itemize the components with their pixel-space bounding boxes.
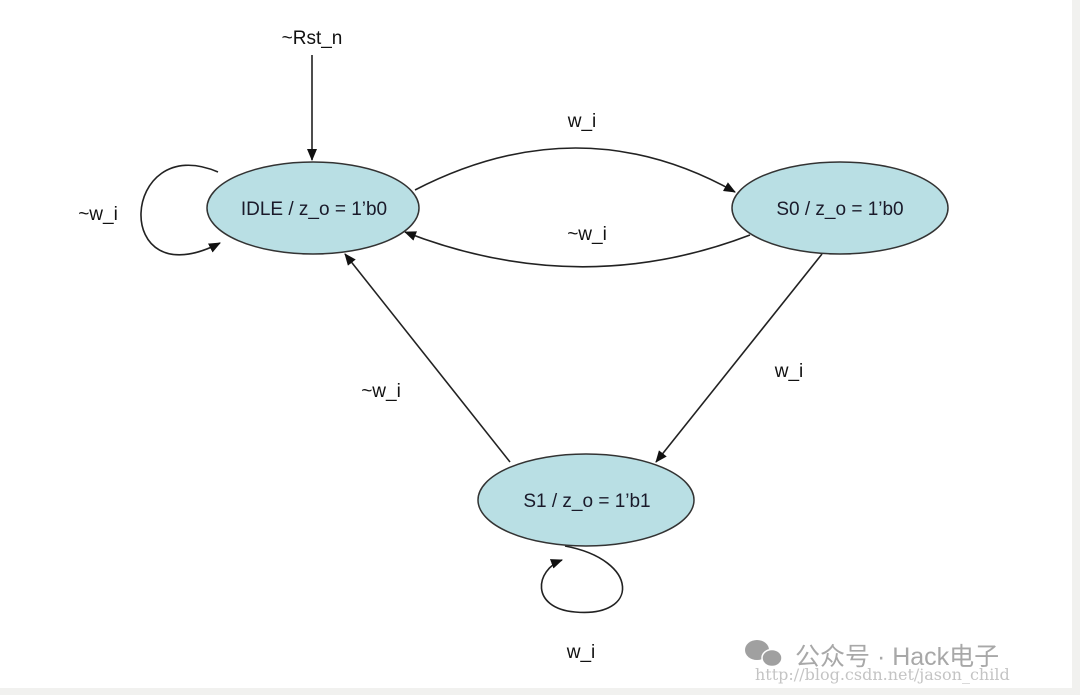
s0-s1-label: w_i: [774, 361, 804, 382]
watermark-url: http://blog.csdn.net/jason_child: [755, 665, 1010, 684]
edge-s0-idle: [404, 231, 751, 268]
idle-s0-label: w_i: [567, 111, 597, 132]
edge-s1-self: [540, 545, 624, 614]
state-idle: [206, 161, 420, 255]
reset-label: ~Rst_n: [282, 28, 343, 49]
state-s1-label: S1 / z_o = 1’b1: [523, 491, 650, 512]
edge-s0-s1: [655, 253, 823, 463]
state-s1: [477, 453, 695, 547]
edge-idle-self: [140, 164, 221, 256]
idle-self-label: ~w_i: [78, 204, 118, 225]
s1-self-label: w_i: [566, 642, 596, 663]
state-idle-label: IDLE / z_o = 1’b0: [241, 199, 387, 220]
state-s0: [731, 161, 949, 255]
wechat-icon: [745, 640, 783, 668]
state-fills: [206, 161, 949, 547]
s1-idle-label: ~w_i: [361, 381, 401, 402]
edge-idle-s0: [414, 147, 736, 193]
s0-idle-label: ~w_i: [567, 224, 607, 245]
watermark-account: 公众号 · Hack电子: [795, 643, 1000, 671]
state-s0-label: S0 / z_o = 1’b0: [776, 199, 903, 220]
edge-s1-idle: [344, 253, 511, 463]
